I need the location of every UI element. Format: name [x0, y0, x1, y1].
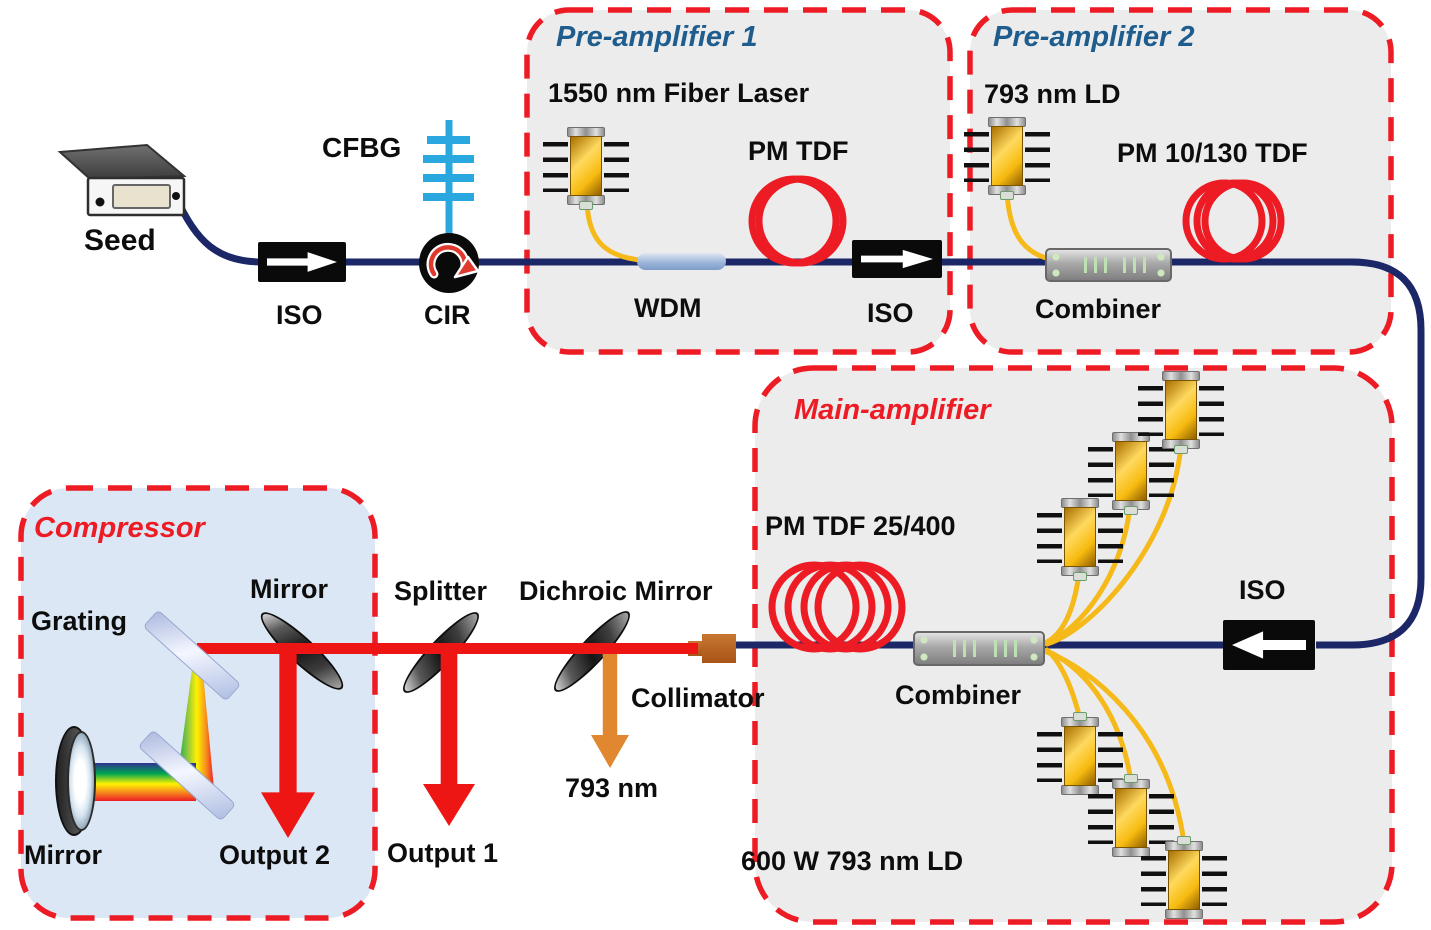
seed-label: Seed — [84, 224, 156, 257]
pump-bank-label: 600 W 793 nm LD — [741, 846, 964, 876]
main-pump-ld-icon — [1037, 498, 1123, 581]
main-pump-ld-icon — [1088, 774, 1174, 857]
ticks — [1083, 256, 1110, 274]
pm-tdf-coil-preamp2 — [1182, 179, 1285, 263]
ticks — [994, 639, 1021, 658]
combiner-main-icon — [913, 631, 1045, 666]
seed-device — [57, 143, 187, 217]
output1-label: Output 1 — [387, 838, 498, 868]
dispersed-beam-fan — [176, 662, 214, 789]
wdm-icon — [637, 253, 726, 270]
pm-tdf-coil-preamp1 — [748, 175, 847, 267]
output2-label: Output 2 — [219, 840, 330, 870]
ticks — [1123, 256, 1150, 274]
main-pump-ld-icon — [1037, 712, 1123, 795]
preamp2-coil-label: PM 10/130 TDF — [1117, 138, 1308, 168]
main-coil-label: PM TDF 25/400 — [765, 511, 956, 541]
pump-fibers — [584, 189, 1187, 846]
cfbg-icon — [423, 120, 474, 236]
mirror-bottom-label: Mirror — [24, 840, 103, 870]
pump-out-label: 793 nm — [565, 773, 659, 803]
mirror-top-label: Mirror — [250, 574, 329, 604]
circulator-icon — [419, 233, 480, 293]
iso-preamp1-label: ISO — [867, 298, 914, 328]
pump-ld-793-icon — [964, 117, 1050, 200]
ticks — [953, 639, 980, 658]
combiner-main-label: Combiner — [895, 680, 1022, 710]
isolator-seed-icon — [258, 242, 346, 282]
collimator-icon — [702, 634, 736, 663]
preamp1-coil-label: PM TDF — [748, 136, 849, 166]
preamp2-title: Pre-amplifier 2 — [993, 21, 1195, 53]
end-mirror-icon — [55, 726, 96, 836]
grating-label: Grating — [31, 606, 128, 636]
collimator-label: Collimator — [631, 683, 765, 713]
main-pump-ld-icon — [1141, 836, 1227, 919]
preamp1-pump-label: 1550 nm Fiber Laser — [548, 78, 810, 108]
combiner-preamp2-label: Combiner — [1035, 294, 1162, 324]
isolator-main-icon — [1223, 620, 1315, 670]
wdm-label: WDM — [634, 293, 702, 323]
cfbg-label: CFBG — [322, 132, 402, 163]
right-arrow-icon — [267, 252, 337, 272]
compressor-title: Compressor — [34, 512, 205, 544]
main-pump-ld-icon — [1088, 432, 1174, 515]
dichroic-label: Dichroic Mirror — [519, 576, 713, 606]
preamp1-title: Pre-amplifier 1 — [556, 21, 758, 53]
left-arrow-icon — [1232, 631, 1306, 659]
pm-tdf-coil-main — [768, 561, 906, 653]
free-space-beam — [197, 643, 698, 654]
main-pump-ld-icon — [1138, 371, 1224, 454]
isolator-preamp1-icon — [852, 240, 942, 278]
right-arrow-icon — [861, 249, 933, 269]
iso-main-label: ISO — [1239, 575, 1286, 605]
cir-label: CIR — [424, 300, 471, 330]
splitter-label: Splitter — [394, 576, 488, 606]
preamp1-box — [524, 7, 953, 355]
combiner-preamp2-icon — [1045, 248, 1172, 282]
main-amp-title: Main-amplifier — [794, 394, 991, 426]
preamp2-pump-label: 793 nm LD — [984, 79, 1121, 109]
pump-ld-1550-icon — [543, 127, 629, 210]
iso-seed-label: ISO — [276, 300, 323, 330]
